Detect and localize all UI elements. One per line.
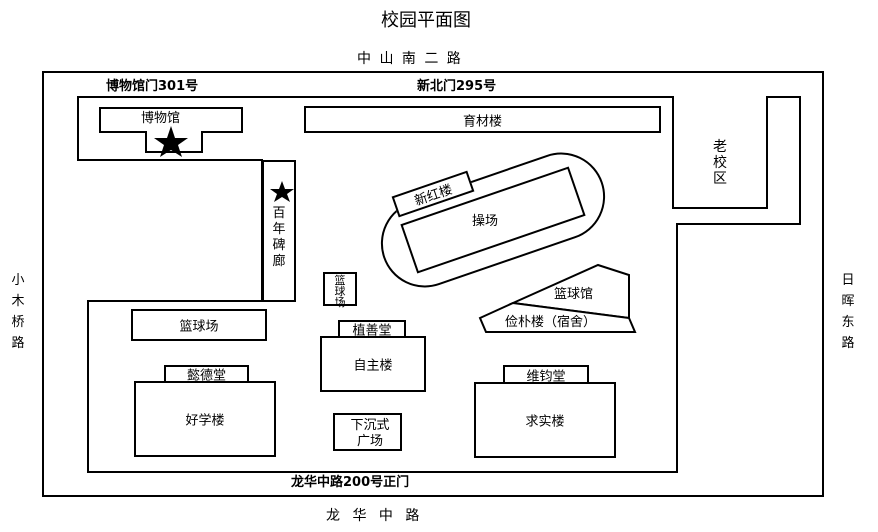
- qiushi-building: 求实楼: [474, 382, 616, 458]
- qiushi-label: 求实楼: [525, 414, 565, 430]
- zizhu-building: 自主楼: [320, 336, 426, 392]
- haoxue-label: 好学楼: [185, 413, 225, 429]
- zizhu-label: 自主楼: [353, 358, 393, 374]
- museum-label: 博物馆: [141, 111, 181, 126]
- basketball-court-small: 篮球场: [323, 272, 357, 309]
- old-campus: 老校区: [673, 97, 767, 208]
- dorm-building-shape: [478, 301, 637, 333]
- old-campus-label: 老校区: [713, 139, 727, 187]
- map-title: 校园平面图: [381, 10, 471, 31]
- corridor-star-icon: [270, 181, 294, 202]
- yide-label: 懿德堂: [186, 368, 226, 384]
- yucai-building: 育材楼: [304, 106, 661, 133]
- gym-label: 篮球馆: [554, 287, 594, 302]
- museum-star-icon: [154, 126, 188, 157]
- basketball-court-small-label: 篮球场: [334, 274, 346, 309]
- outer-boundary: [42, 71, 824, 497]
- century-corridor-label: 百年碑廊: [272, 206, 286, 269]
- basketball-court-left: 篮球场: [131, 309, 267, 341]
- road-north: 中 山 南 二 路: [357, 51, 463, 67]
- museum-gate-label: 博物馆门301号: [106, 79, 199, 94]
- road-east: 日晖东路: [841, 273, 855, 351]
- playground-label: 操场: [472, 214, 499, 229]
- sunken-square-label: 下沉式广场: [350, 418, 390, 449]
- main-gate-label: 龙华中路200号正门: [291, 475, 410, 490]
- north-gate-label: 新北门295号: [417, 79, 497, 94]
- basketball-court-left-label: 篮球场: [179, 319, 219, 335]
- haoxue-building: 好学楼: [134, 381, 276, 457]
- yide-hall: 懿德堂: [164, 365, 249, 384]
- road-south: 龙 华 中 路: [326, 508, 424, 524]
- sunken-square: 下沉式广场: [333, 413, 402, 451]
- zhishan-label: 植善堂: [352, 323, 392, 339]
- playground-track: [380, 152, 606, 288]
- road-west: 小木桥路: [11, 273, 25, 351]
- yucai-label: 育材楼: [462, 114, 502, 129]
- dorm-label: 俭朴楼（宿舍）: [505, 315, 597, 330]
- weijun-label: 维钧堂: [526, 369, 566, 384]
- century-corridor: 百年碑廊: [262, 160, 296, 302]
